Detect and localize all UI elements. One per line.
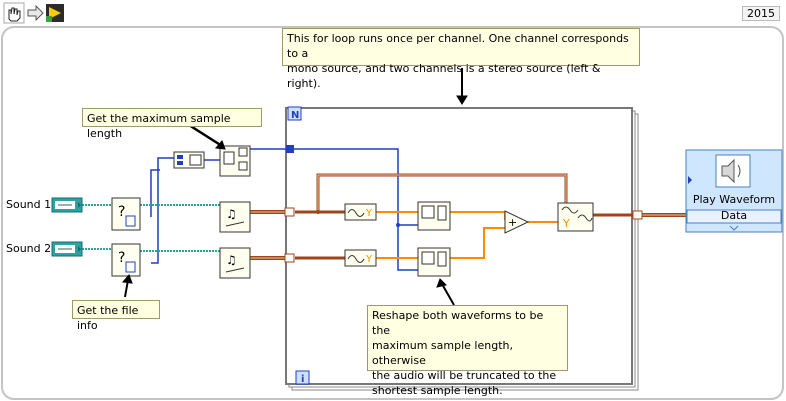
arrow-right-icon[interactable] (27, 4, 44, 22)
loop-note-line1: This for loop runs once per channel. One… (287, 32, 629, 60)
get-waveform-y-node-1[interactable]: Y (344, 203, 377, 221)
loop-count-terminal[interactable]: N (287, 106, 302, 121)
reshape-note-line3: the audio will be truncated to the (372, 369, 557, 382)
sound2-label: Sound 2 (6, 242, 52, 255)
diagram-frame (1, 26, 784, 400)
version-badge: 2015 (742, 6, 780, 21)
array-max-min-node[interactable] (219, 145, 251, 177)
labview-run-icon[interactable] (46, 4, 64, 22)
annotation-arrows (122, 68, 468, 306)
sound-file-read-node-2[interactable]: ♫ (219, 247, 251, 279)
svg-text:N: N (291, 110, 299, 121)
svg-text:?: ? (118, 204, 125, 220)
svg-text:Y: Y (365, 208, 373, 219)
loop-description-note: This for loop runs once per channel. One… (282, 28, 640, 90)
reshape-note-line1: Reshape both waveforms to be the (372, 309, 544, 337)
max-length-note-text: Get the maximum sample length (87, 112, 231, 140)
hand-pointer-icon[interactable] (3, 2, 25, 24)
sound1-control[interactable] (51, 197, 83, 213)
svg-text:♫: ♫ (226, 207, 237, 221)
play-waveform-express-vi[interactable] (685, 149, 783, 233)
file-info-node-2[interactable]: ? (111, 243, 141, 277)
loop-note-line2: mono source, and two channels is a stere… (287, 62, 601, 90)
sound-file-read-node-1[interactable]: ♫ (219, 201, 251, 233)
add-node[interactable]: + (504, 210, 530, 234)
sound2-control[interactable] (51, 241, 83, 257)
svg-text:+: + (508, 216, 517, 229)
reshape-note-line4: shortest sample length. (372, 384, 503, 397)
reshape-note: Reshape both waveforms to be the maximum… (367, 305, 568, 397)
svg-text:?: ? (118, 250, 125, 266)
file-info-node-1[interactable]: ? (111, 197, 141, 231)
play-waveform-data-terminal[interactable]: Data (720, 209, 748, 222)
sound1-label: Sound 1 (6, 198, 52, 211)
svg-text:♫: ♫ (226, 253, 237, 267)
file-info-note-text: Get the file info (77, 304, 139, 332)
file-info-note: Get the file info (72, 300, 160, 332)
tunnels (284, 145, 643, 263)
svg-text:i: i (301, 374, 304, 385)
path-wires (82, 204, 220, 252)
svg-text:Y: Y (562, 217, 570, 230)
get-waveform-y-node-2[interactable]: Y (344, 249, 377, 267)
reshape-array-node-2[interactable] (417, 247, 451, 277)
play-waveform-title: Play Waveform (692, 193, 776, 206)
reshape-array-node-1[interactable] (417, 201, 451, 231)
set-waveform-y-node[interactable]: Y (557, 202, 594, 232)
svg-text:Y: Y (365, 254, 373, 265)
loop-iteration-terminal[interactable]: i (295, 370, 310, 385)
integer-wires (150, 148, 418, 271)
max-length-note: Get the maximum sample length (82, 108, 262, 140)
build-array-node[interactable] (173, 151, 205, 169)
reshape-note-line2: maximum sample length, otherwise (372, 339, 513, 367)
